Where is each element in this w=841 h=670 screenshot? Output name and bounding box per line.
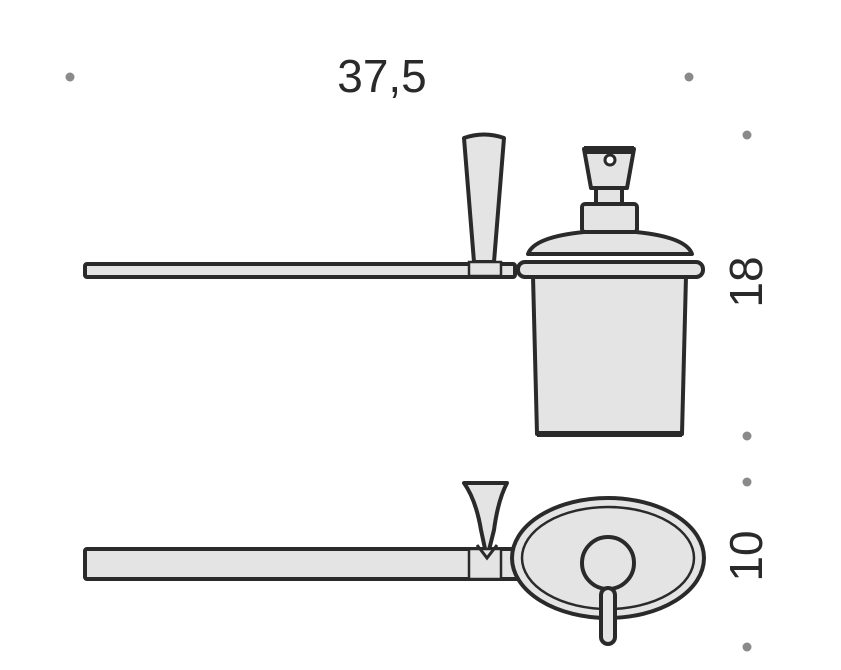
top-wall-bracket bbox=[462, 481, 509, 560]
height-top-dimension-label: 10 bbox=[720, 530, 772, 581]
dispenser-dome bbox=[526, 230, 694, 256]
width-marker-right bbox=[684, 72, 694, 82]
front-towel-bar bbox=[83, 262, 517, 279]
front-holder-ring bbox=[516, 260, 705, 279]
top-dispenser-nozzle bbox=[599, 586, 617, 646]
dispenser-pump-neck bbox=[580, 202, 639, 234]
height-front-dimension-label: 18 bbox=[720, 256, 772, 307]
height-top-marker-bottom bbox=[742, 642, 752, 652]
height-front-marker-bottom bbox=[742, 431, 752, 441]
dispenser-nozzle-icon bbox=[603, 153, 617, 167]
front-bracket-joint bbox=[467, 260, 503, 278]
height-front-marker-top bbox=[742, 130, 752, 140]
dispenser-bottle bbox=[531, 274, 688, 436]
height-top-marker-top bbox=[742, 477, 752, 487]
width-marker-left bbox=[65, 72, 75, 82]
dispenser-pump-top bbox=[584, 146, 634, 154]
width-dimension-label: 37,5 bbox=[337, 50, 427, 102]
front-view bbox=[83, 132, 705, 437]
dimension-markers bbox=[65, 72, 752, 652]
top-towel-bar bbox=[83, 547, 527, 581]
top-dispenser-pump-cover bbox=[585, 540, 631, 586]
top-bracket-tip bbox=[475, 544, 499, 561]
front-wall-bracket bbox=[462, 132, 506, 264]
top-view bbox=[83, 481, 706, 646]
